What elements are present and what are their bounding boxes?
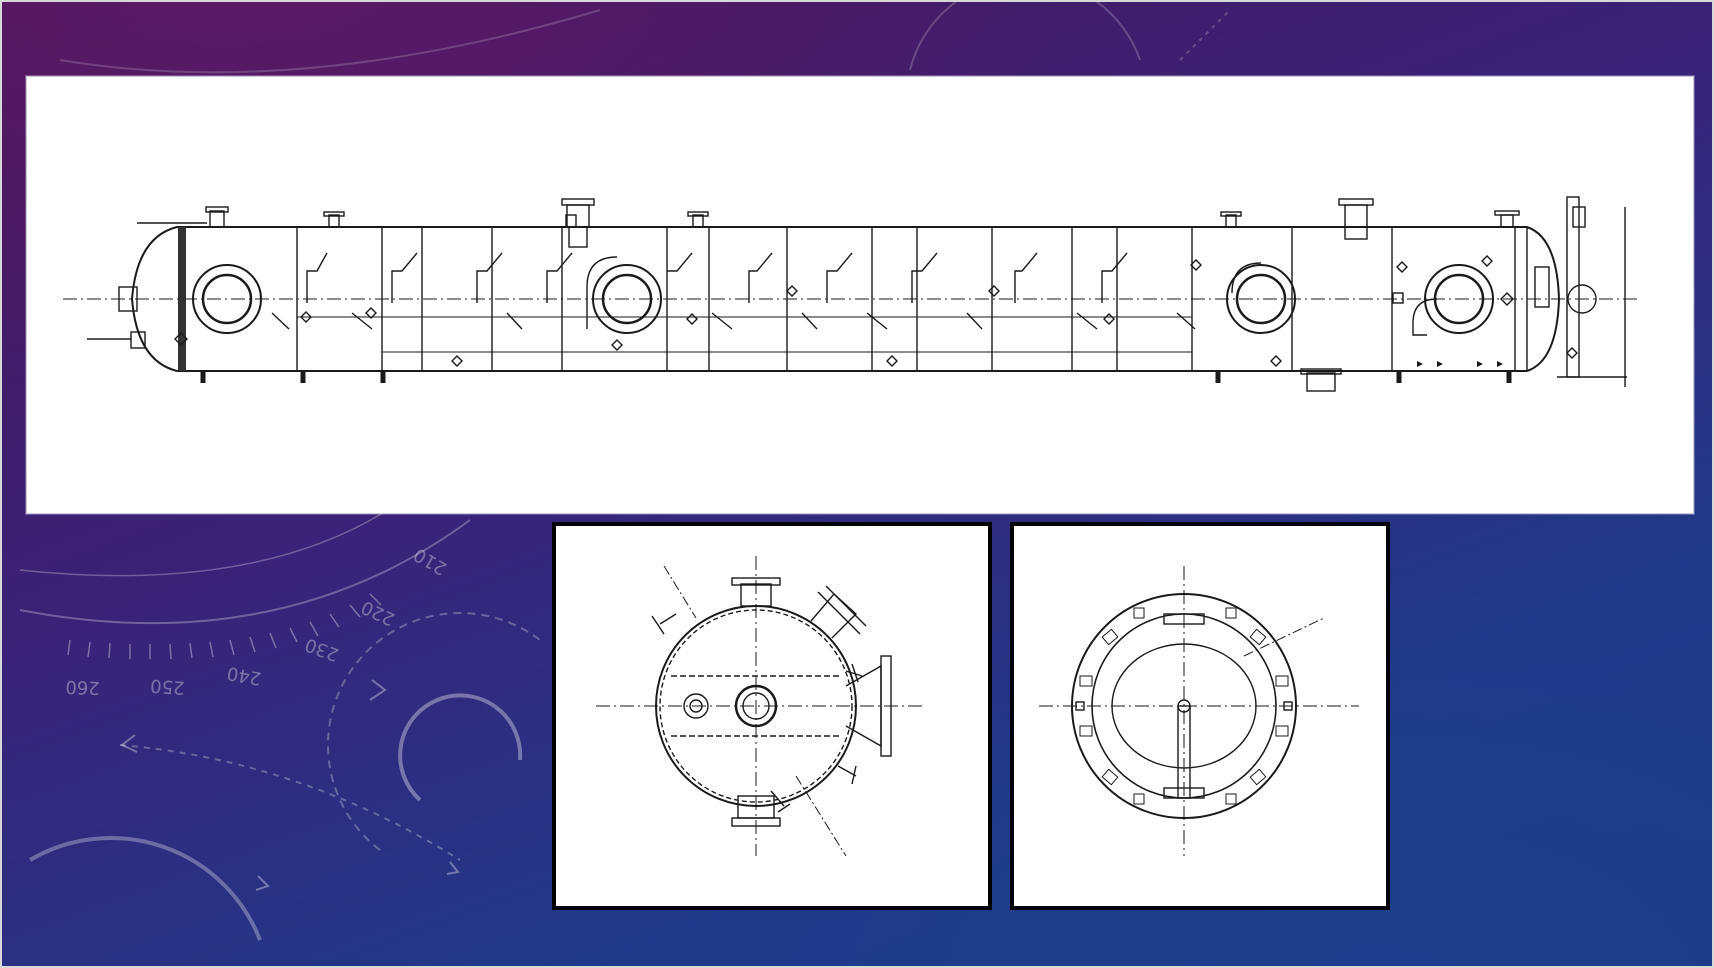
vessel-cross-section-drawing xyxy=(596,556,926,857)
flange-ring-panel xyxy=(1010,522,1390,910)
vessel-cross-section-panel xyxy=(552,522,992,910)
vessel-elevation-panel xyxy=(26,76,1694,514)
dial-label: 250 xyxy=(150,675,186,698)
flange-ring-drawing xyxy=(1039,566,1359,856)
dial-label: 260 xyxy=(65,676,100,698)
dial-label: 230 xyxy=(302,634,341,665)
dial-label: 240 xyxy=(225,662,262,689)
vessel-elevation-drawing xyxy=(63,196,1637,392)
dial-label: 220 xyxy=(358,596,398,630)
dial-label: 210 xyxy=(410,543,450,578)
